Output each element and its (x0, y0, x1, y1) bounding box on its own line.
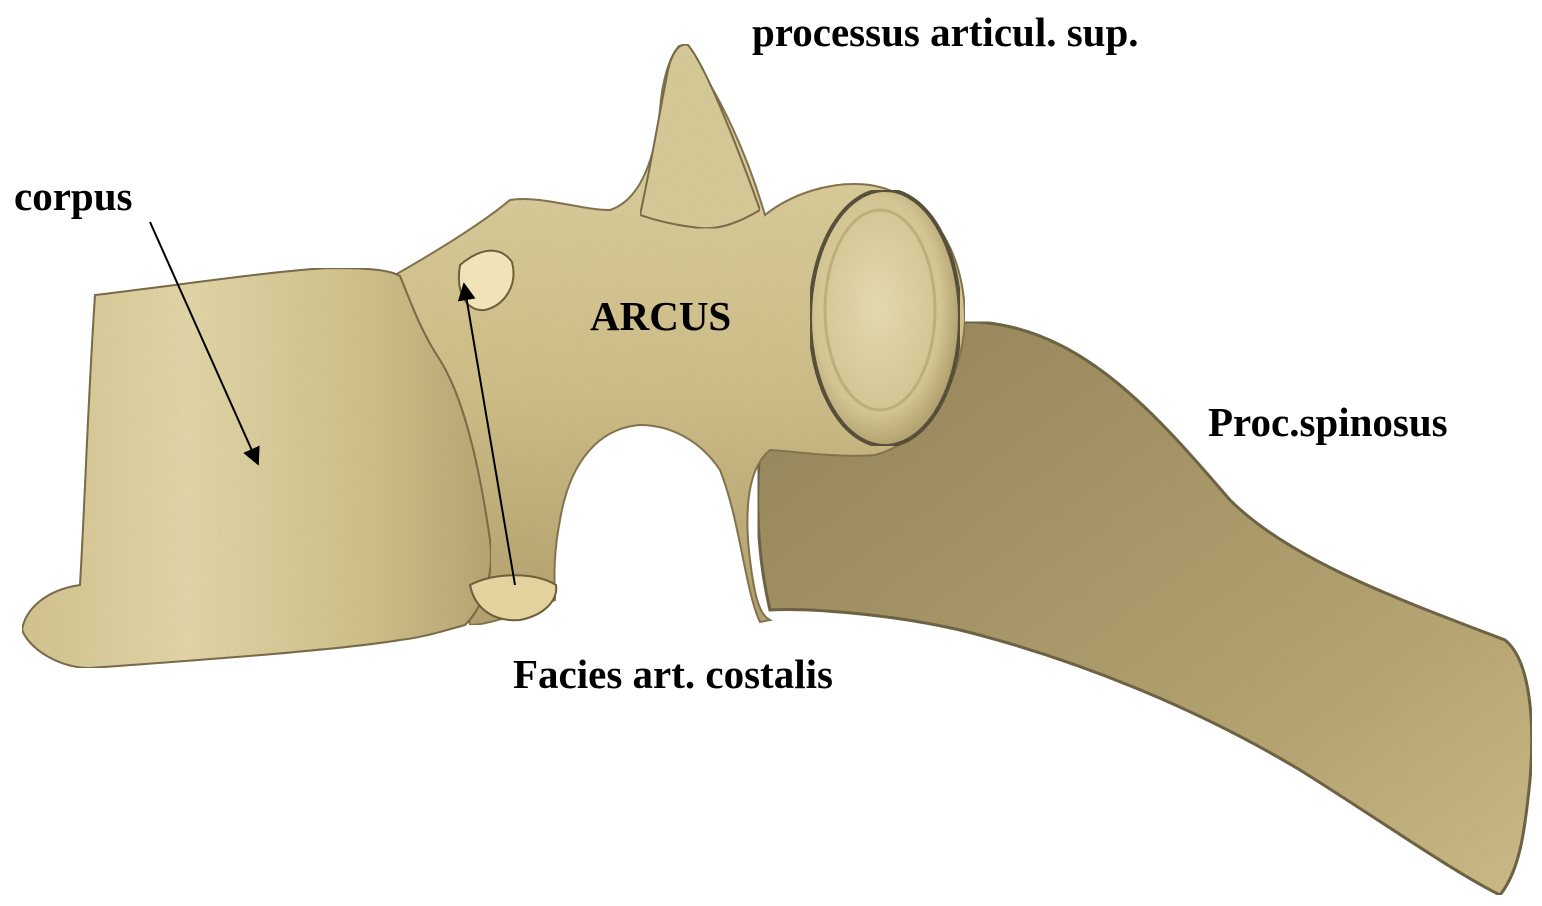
label-facies-art-costalis: Facies art. costalis (513, 654, 833, 695)
processus-articul-sup-shape (640, 44, 760, 228)
articular-facet-shape (810, 190, 960, 446)
label-processus-articul-sup: processus articul. sup. (752, 12, 1139, 53)
label-arcus: ARCUS (590, 296, 731, 337)
label-corpus: corpus (14, 176, 132, 217)
label-proc-spinosus: Proc.spinosus (1208, 402, 1448, 443)
corpus-shape (22, 268, 491, 668)
